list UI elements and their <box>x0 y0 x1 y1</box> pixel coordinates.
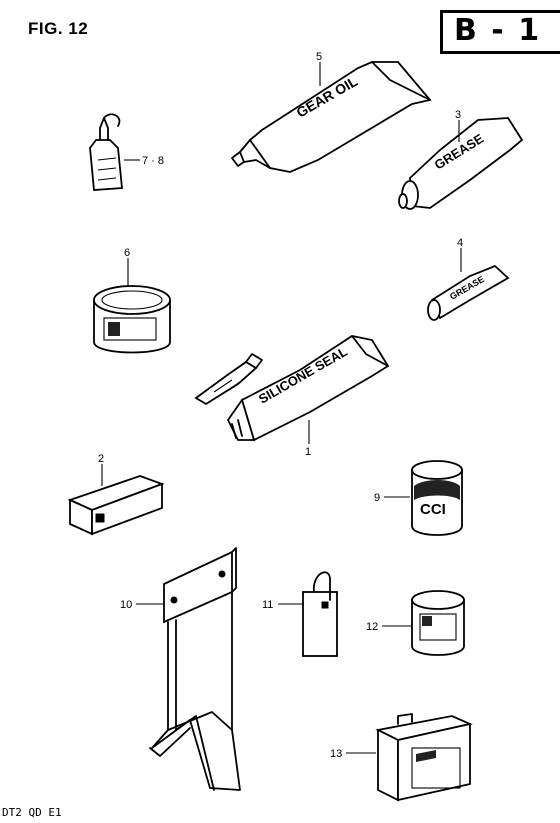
sealant-tin[interactable] <box>93 285 171 354</box>
page-code: B - 1 <box>454 13 542 48</box>
silicone-seal-tube[interactable]: SILICONE SEAL <box>226 335 390 442</box>
part-number-11: 11 <box>262 599 273 611</box>
nozzle[interactable] <box>194 353 263 406</box>
figure-label: FIG. 12 <box>28 19 89 38</box>
part-number-13: 13 <box>330 748 342 760</box>
block[interactable] <box>67 475 165 536</box>
part-number-6: 6 <box>124 247 130 259</box>
part-number-1: 1 <box>305 446 311 458</box>
part-number-9: 9 <box>374 492 380 504</box>
part-number-12: 12 <box>366 621 378 633</box>
paint-can[interactable] <box>411 590 465 656</box>
model-code: DT2 QD E1 <box>2 806 62 819</box>
oiler-bottle[interactable] <box>89 113 123 191</box>
gear-oil-tube[interactable]: GEAR OIL <box>231 61 432 173</box>
outboard-stand[interactable] <box>149 547 241 791</box>
part-number-3: 3 <box>455 109 461 121</box>
part-number-2: 2 <box>98 453 104 465</box>
grease-tube-small[interactable]: GREASE <box>427 264 510 321</box>
page-code-box <box>440 10 560 54</box>
feeler-pack[interactable] <box>302 571 338 657</box>
grease-tube-large[interactable]: GREASE <box>398 117 524 210</box>
part-number-10: 10 <box>120 599 132 611</box>
can[interactable]: CCI <box>411 460 463 536</box>
oil-can[interactable] <box>375 713 473 802</box>
part-number-7-8: 7 · 8 <box>142 155 164 167</box>
part-number-4: 4 <box>457 237 463 249</box>
leader-lines <box>101 62 462 754</box>
can-label: CCI <box>420 501 446 518</box>
part-number-5: 5 <box>316 51 322 63</box>
